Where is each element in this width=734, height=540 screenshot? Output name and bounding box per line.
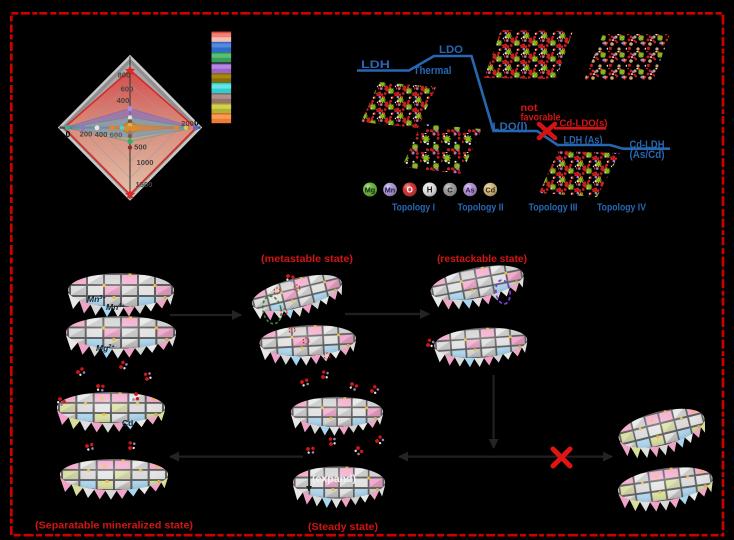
- svg-text:H: H: [427, 186, 433, 195]
- svg-text:(As/Cd): (As/Cd): [630, 149, 665, 161]
- svg-text:Topology II: Topology II: [458, 202, 504, 214]
- svg-text:Topology III: Topology III: [529, 202, 578, 214]
- svg-text:LDH: LDH: [361, 59, 390, 71]
- svg-text:500: 500: [134, 143, 147, 152]
- svg-text:LDO(l): LDO(l): [493, 121, 528, 133]
- svg-text:Topology IV: Topology IV: [597, 202, 646, 214]
- svg-text:LDO: LDO: [439, 44, 463, 56]
- svg-text:Cd: Cd: [122, 418, 133, 428]
- svg-text:Cd-LDH: Cd-LDH: [630, 139, 665, 151]
- svg-text:0: 0: [66, 129, 71, 139]
- svg-text:(Separatable mineralized state: (Separatable mineralized state): [35, 520, 193, 532]
- svg-text:Cd-LDO(s): Cd-LDO(s): [560, 118, 608, 130]
- svg-text:Mn: Mn: [385, 185, 395, 194]
- svg-text:not: not: [521, 102, 539, 114]
- svg-text:(Steady state): (Steady state): [308, 521, 378, 533]
- svg-text:200: 200: [181, 119, 194, 128]
- svg-text:(expand): (expand): [312, 474, 356, 485]
- svg-text:LDH (As): LDH (As): [564, 135, 603, 147]
- svg-text:0: 0: [194, 118, 199, 128]
- svg-text:C: C: [447, 185, 453, 194]
- svg-text:O: O: [407, 186, 413, 195]
- svg-text:As: As: [465, 185, 474, 194]
- svg-text:1000: 1000: [137, 158, 154, 167]
- svg-text:800: 800: [118, 71, 131, 80]
- svg-text:(metastable state): (metastable state): [261, 253, 353, 265]
- svg-text:1500: 1500: [136, 180, 153, 189]
- svg-text:favorable: favorable: [521, 112, 561, 124]
- svg-text:Mn3+: Mn3+: [87, 294, 106, 304]
- svg-text:Mn4+: Mn4+: [106, 302, 125, 312]
- svg-text:Topology I: Topology I: [392, 202, 435, 214]
- svg-text:600: 600: [110, 131, 123, 140]
- svg-text:400: 400: [95, 130, 108, 139]
- svg-text:(restackable state): (restackable state): [437, 253, 527, 265]
- svg-text:200: 200: [80, 130, 93, 139]
- svg-text:Cd: Cd: [486, 185, 496, 194]
- svg-text:600: 600: [121, 85, 134, 94]
- svg-text:Mg2+: Mg2+: [96, 343, 115, 353]
- svg-text:400: 400: [117, 96, 130, 105]
- svg-text:Thermal: Thermal: [414, 65, 452, 77]
- svg-text:Mg: Mg: [365, 185, 375, 194]
